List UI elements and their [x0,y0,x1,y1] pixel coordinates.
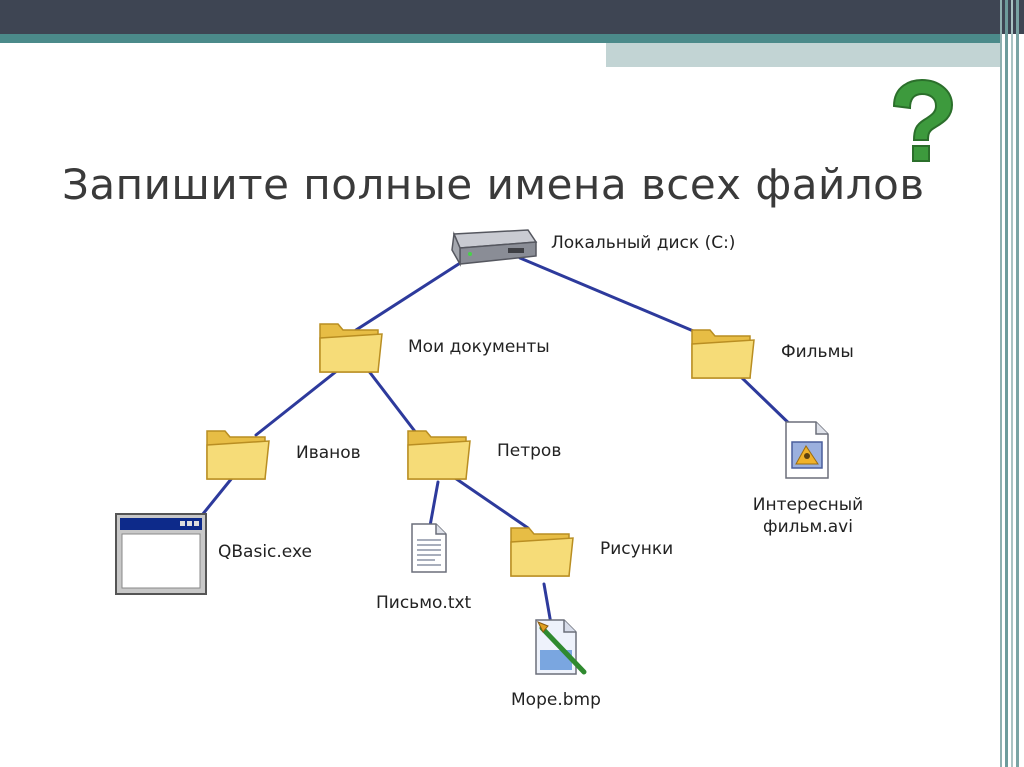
connector-disk-mydocs [354,256,470,332]
video-file-icon[interactable] [782,418,834,482]
application-window-icon[interactable] [114,512,208,596]
slide-header-bar [0,0,1024,34]
folder-label-my-documents: Мои документы [408,337,550,357]
file-label-movie-line1: Интересный [752,495,864,515]
connector-petrov-pictures [453,476,530,530]
connector-mydocs-ivanov [254,368,340,437]
folder-icon[interactable] [507,518,575,580]
connector-pictures-sea [542,582,553,626]
file-label-movie-line2: фильм.avi [763,517,853,537]
folder-label-pictures: Рисунки [600,539,674,559]
connector-mydocs-petrov [366,368,422,440]
file-label-letter: Письмо.txt [376,593,472,613]
slide-title: Запишите полные имена всех файлов [62,160,925,209]
folder-icon[interactable] [316,314,384,376]
folder-label-ivanov: Иванов [296,443,361,463]
connector-disk-films [518,256,712,340]
paint-image-icon[interactable] [530,616,590,678]
file-label-qbasic: QBasic.exe [218,542,312,562]
folder-icon[interactable] [404,421,472,483]
file-label-movie: Интересный фильм.avi [738,494,878,538]
disk-label: Локальный диск (С:) [551,233,736,253]
question-mark-icon [892,78,954,162]
slide-accent-band [606,43,1000,67]
folder-icon[interactable] [688,320,756,382]
slide-accent-bar [0,34,1000,43]
folder-label-petrov: Петров [497,441,562,461]
hard-drive-icon[interactable] [446,226,538,268]
folder-label-films: Фильмы [781,342,854,362]
text-document-icon[interactable] [408,520,450,576]
folder-icon[interactable] [203,421,271,483]
file-label-sea: Море.bmp [511,690,601,710]
slide-side-stripes [998,0,1024,767]
connector-petrov-letter [428,480,440,528]
